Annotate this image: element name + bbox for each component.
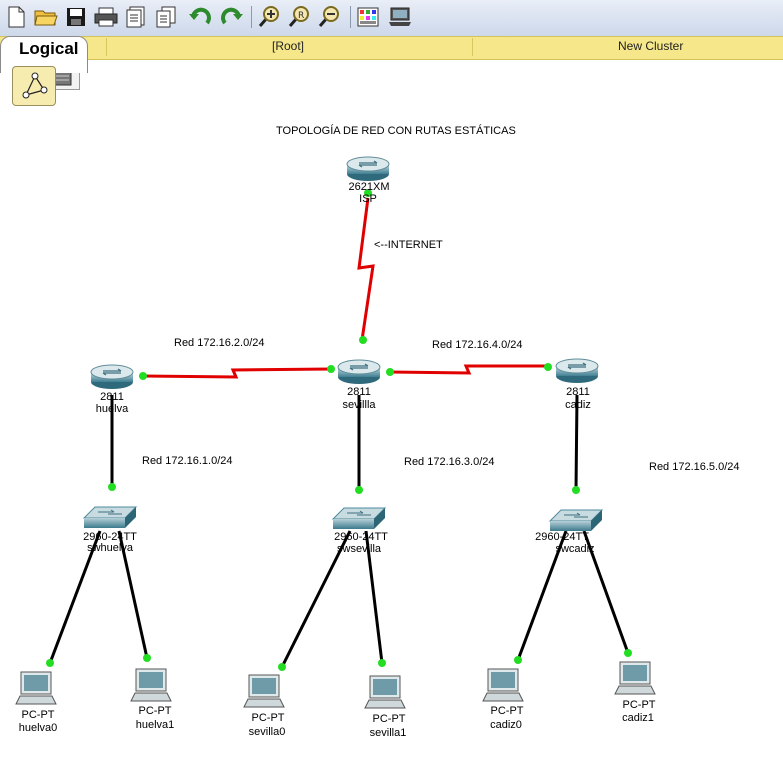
- save-icon[interactable]: [64, 5, 88, 29]
- router-name: cadiz: [565, 399, 591, 411]
- redo-icon[interactable]: [220, 5, 244, 29]
- pc-sevilla0[interactable]: PC-PT sevilla0: [243, 674, 286, 738]
- toolbar-separator: [350, 6, 351, 28]
- logical-topology-icon: [22, 72, 48, 99]
- zoom-in-icon[interactable]: [256, 5, 280, 29]
- pc-sevilla1[interactable]: PC-PT sevilla1: [364, 675, 407, 739]
- copy-icon[interactable]: [154, 5, 178, 29]
- zoom-out-icon[interactable]: [316, 5, 340, 29]
- link-swhuelva-huelva1[interactable]: [117, 530, 149, 659]
- router-name: huelva: [96, 403, 129, 415]
- switch-swsevilla[interactable]: 2960-24TT swsevilla: [331, 507, 388, 555]
- svg-text:R: R: [298, 11, 304, 21]
- topology-title: TOPOLOGÍA DE RED CON RUTAS ESTÁTICAS: [276, 124, 516, 137]
- device-dialog-icon[interactable]: [388, 5, 412, 29]
- link-swcadiz-cadiz1[interactable]: [582, 530, 630, 654]
- router-name: ISP: [359, 193, 377, 205]
- switch-model: 2960-24TT: [535, 531, 589, 543]
- pc-name: cadiz0: [490, 719, 522, 731]
- pc-model: PC-PT: [252, 712, 285, 724]
- new-cluster-button[interactable]: New Cluster: [618, 39, 684, 53]
- toolbar-separator: [251, 6, 252, 28]
- pc-model: PC-PT: [491, 705, 524, 717]
- bar-divider: [106, 38, 107, 56]
- new-icon[interactable]: [4, 5, 28, 29]
- tab-logical-label: Logical: [19, 39, 79, 58]
- print-icon[interactable]: [94, 5, 118, 29]
- pc-huelva1[interactable]: PC-PT huelva1: [130, 668, 175, 731]
- activity-wizard-icon[interactable]: [124, 5, 148, 29]
- pc-model: PC-PT: [373, 713, 406, 725]
- link-cadiz-swcadiz[interactable]: [574, 394, 579, 491]
- link-isp-sevillla[interactable]: [357, 197, 375, 341]
- pc-cadiz0[interactable]: PC-PT cadiz0: [482, 668, 524, 731]
- pc-model: PC-PT: [22, 709, 55, 721]
- bar-divider: [472, 38, 473, 56]
- palette-icon[interactable]: [356, 5, 380, 29]
- switch-name: swhuelva: [87, 542, 134, 554]
- router-cadiz[interactable]: 2811 cadiz: [555, 358, 599, 411]
- router-sevillla[interactable]: 2811 sevillla: [337, 359, 381, 411]
- main-toolbar: R: [0, 0, 783, 37]
- pc-model: PC-PT: [623, 699, 656, 711]
- router-isp[interactable]: 2621XM ISP: [346, 156, 390, 205]
- network-label: Red 172.16.3.0/24: [404, 456, 495, 468]
- router-model: 2811: [566, 386, 590, 398]
- router-name: sevillla: [342, 399, 376, 411]
- link-swhuelva-huelva0[interactable]: [48, 530, 102, 664]
- pc-cadiz1[interactable]: PC-PT cadiz1: [614, 661, 656, 724]
- router-model: 2811: [347, 386, 371, 398]
- pc-huelva0[interactable]: PC-PT huelva0: [15, 671, 58, 734]
- ethernet-links: [48, 394, 630, 668]
- router-model: 2811: [100, 391, 124, 403]
- internet-label: <--INTERNET: [374, 239, 443, 251]
- pc-name: huelva1: [136, 719, 175, 731]
- switch-name: swcadiz: [555, 543, 594, 555]
- pc-model: PC-PT: [139, 705, 172, 717]
- serial-links: [142, 197, 548, 379]
- pc-name: huelva0: [19, 722, 58, 734]
- router-model: 2621XM: [349, 181, 390, 193]
- switch-name: swsevilla: [337, 543, 382, 555]
- link-sevillla-cadiz[interactable]: [389, 364, 548, 375]
- switch-swcadiz[interactable]: 2960-24TT swcadiz: [535, 509, 604, 555]
- link-swsevilla-sevilla0[interactable]: [280, 530, 352, 668]
- pc-name: cadiz1: [622, 712, 654, 724]
- open-icon[interactable]: [34, 5, 58, 29]
- view-bar: [0, 36, 783, 60]
- root-link[interactable]: [Root]: [272, 39, 305, 53]
- pc-name: sevilla0: [249, 726, 286, 738]
- switch-model: 2960-24TT: [83, 531, 137, 543]
- network-label: Red 172.16.2.0/24: [174, 337, 265, 349]
- switch-swhuelva[interactable]: 2960-24TT swhuelva: [82, 506, 138, 554]
- switch-model: 2960-24TT: [334, 531, 388, 543]
- link-swsevilla-sevilla1[interactable]: [364, 530, 384, 664]
- network-label: Red 172.16.4.0/24: [432, 339, 523, 351]
- link-huelva-sevillla[interactable]: [142, 367, 332, 379]
- zoom-reset-icon[interactable]: R: [286, 5, 310, 29]
- router-huelva[interactable]: 2811 huelva: [90, 364, 134, 415]
- network-label: Red 172.16.5.0/24: [649, 461, 740, 473]
- network-label: Red 172.16.1.0/24: [142, 455, 233, 467]
- undo-icon[interactable]: [188, 5, 212, 29]
- link-swcadiz-cadiz0[interactable]: [516, 530, 568, 661]
- pc-name: sevilla1: [370, 727, 407, 739]
- port-lights: [46, 189, 632, 671]
- logical-view-button[interactable]: [12, 66, 56, 106]
